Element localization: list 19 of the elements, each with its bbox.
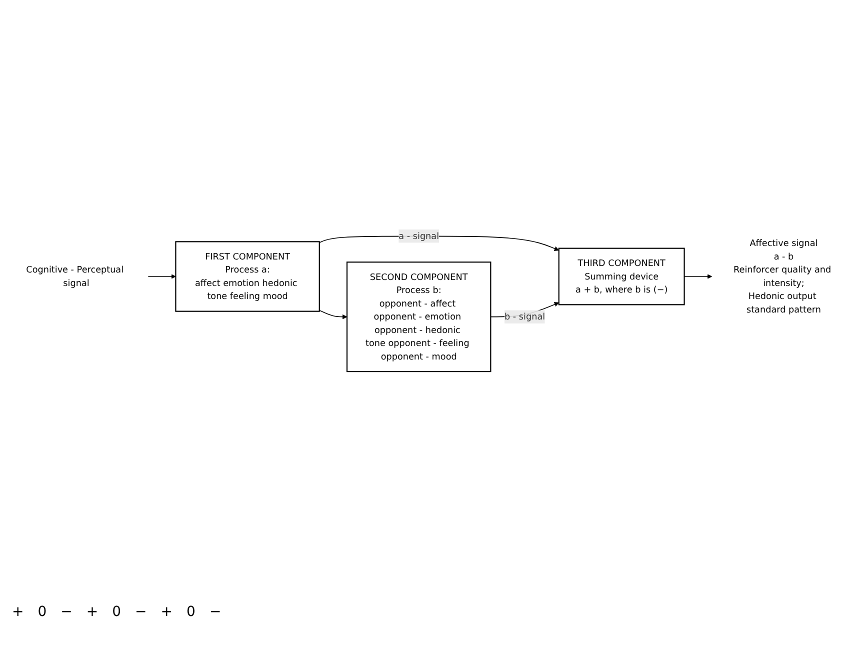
axis-sign: 0 xyxy=(38,604,47,620)
axis-sign: 0 xyxy=(186,604,196,620)
arrow xyxy=(318,310,348,320)
edge-label: a - signal xyxy=(398,230,440,242)
axis-sign: 0 xyxy=(112,604,122,620)
node-text: Cognitive - Perceptual signal xyxy=(26,264,124,288)
axis-sign: − xyxy=(209,604,222,620)
node-text: Affective signal a - b Reinforcer quality and intensity; Hedonic output standard pattern xyxy=(734,238,832,315)
edge-label: b - signal xyxy=(504,311,546,322)
node-box: FIRST COMPONENT Process a: affect emotion hedonic tone feeling mood xyxy=(175,241,320,312)
axis-sign: + xyxy=(86,604,98,620)
node-box: THIRD COMPONENT Summing device a + b, where b is (−) xyxy=(558,248,685,306)
axis-sign: − xyxy=(135,604,147,620)
axis-sign: + xyxy=(160,604,173,620)
axis-sign: + xyxy=(12,604,24,620)
node-box: SECOND COMPONENT Process b: opponent - affect opponent - emotion opponent - hedonic tone opponent - feeling opponent - mood xyxy=(346,262,492,372)
arrow xyxy=(148,274,176,279)
axis-sign: − xyxy=(60,604,72,620)
arrow xyxy=(684,274,712,279)
